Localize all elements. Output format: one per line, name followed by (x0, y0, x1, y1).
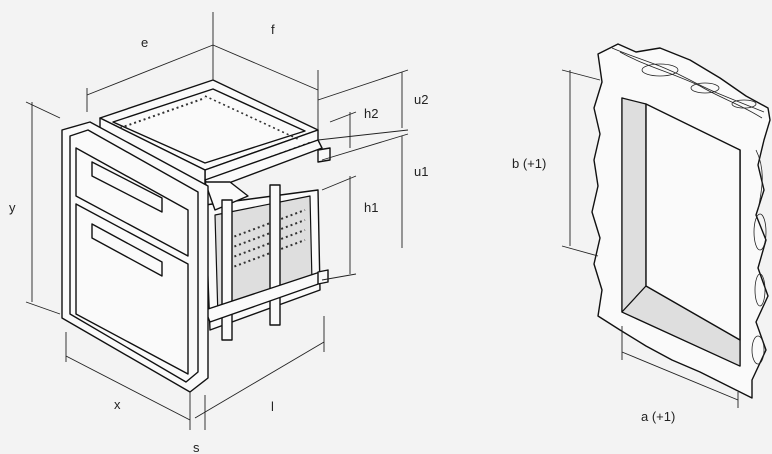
lower-drawer-handle (91, 223, 163, 277)
label-u1: u1 (414, 164, 428, 179)
drawer-unit-drawing: e f u2 h2 u1 h1 y x l s (9, 12, 428, 454)
wall-opening-drawing: b (+1) a (+1) (512, 43, 771, 424)
label-s: s (193, 440, 200, 454)
wood-grain (611, 47, 767, 365)
upper-basket-perforation (119, 95, 313, 179)
drawer-dimensions (25, 12, 409, 430)
label-e: e (141, 35, 148, 50)
lower-drawer-front (75, 203, 189, 375)
label-u2: u2 (414, 92, 428, 107)
label-x: x (114, 397, 121, 412)
label-y: y (9, 200, 16, 215)
lower-basket-perforation (224, 209, 306, 271)
label-f: f (271, 22, 275, 37)
upper-basket (99, 79, 319, 189)
label-a: a (+1) (641, 409, 675, 424)
opening-dimensions (561, 69, 739, 408)
label-b: b (+1) (512, 156, 546, 171)
label-h2: h2 (364, 106, 378, 121)
upper-drawer-handle (91, 161, 163, 213)
front-frame (61, 121, 209, 393)
label-l: l (271, 399, 274, 414)
label-h1: h1 (364, 200, 378, 215)
